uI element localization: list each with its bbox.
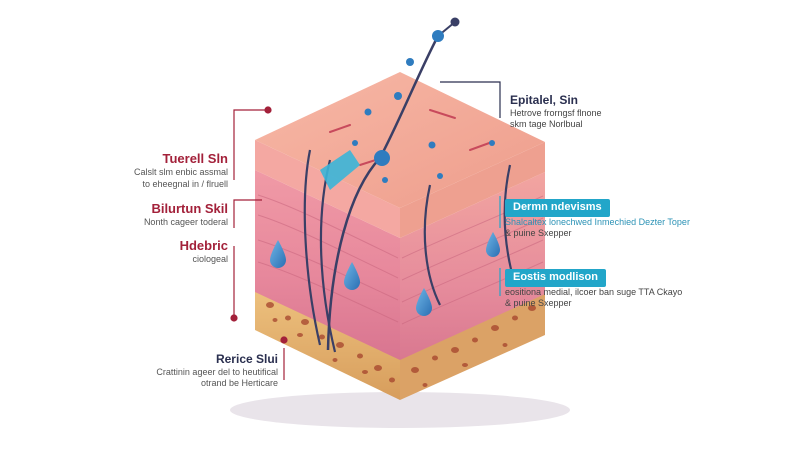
block-shadow: [230, 392, 570, 428]
droplet-icon: [270, 232, 500, 316]
label-right-2-line-1: Shalcaltex lonechwed Inmechied Dezter To…: [505, 216, 690, 227]
label-left-4-title: Rerice Slui: [215, 352, 278, 366]
right-connectors: [440, 81, 501, 296]
label-right-2-line-2: & puine Sxepper: [505, 228, 572, 238]
label-right-3-line-2: & puine Sxepper: [505, 298, 572, 308]
label-right-1-line-2: skm tage Norlbual: [510, 119, 583, 130]
label-right-3: Eostis modlison eositiona medial, ilcoer…: [505, 266, 745, 309]
label-left-1-line-1: Calslt slm enbic assmal: [133, 167, 228, 178]
label-left-1-line-2: to eheegnal in / flruell: [142, 178, 228, 189]
label-left-2-title: Bilurtun Skil: [151, 201, 228, 216]
label-left-4: Rerice Slui Crattinin ageer del to heuti…: [100, 352, 278, 390]
label-left-1-title: Tuerell Sln: [162, 151, 229, 166]
epidermis-front-band: [255, 140, 400, 238]
label-left-1: Tuerell Sln Calslt slm enbic assmal to e…: [60, 151, 228, 190]
label-right-3-line-1: eositiona medial, ilcoer ban suge TTA Ck…: [505, 286, 683, 297]
label-right-1-line-1: Hetrove frorngsf flnone: [510, 108, 602, 118]
label-left-2: Bilurtun Skil Nonth cageer toderal: [60, 201, 228, 229]
label-left-4-line-1: Crattinin ageer del to heutifical: [156, 367, 278, 377]
label-left-3: Hdebric ciologeal: [60, 238, 228, 266]
left-connectors: [230, 106, 288, 380]
label-right-1-title: Epitalel, Sin: [510, 93, 579, 107]
dermis-stripes: [257, 194, 544, 325]
label-left-3-line-1: ciologeal: [192, 254, 228, 265]
label-right-2: Dermn ndevisms Shalcaltex lonechwed Inme…: [505, 196, 745, 239]
label-left-2-line-1: Nonth cageer toderal: [143, 217, 228, 228]
dermis-front-face: [255, 170, 400, 360]
surface-particles: [352, 58, 495, 183]
dermis-side-face: [400, 172, 545, 360]
hair-shaft: [320, 17, 460, 351]
label-right-3-title: Eostis modlison: [505, 269, 606, 287]
label-left-3-title: Hdebric: [179, 238, 228, 253]
label-left-4-line-2: otrand be Herticare: [200, 378, 278, 389]
label-right-1: Epitalel, Sin Hetrove frorngsf flnone sk…: [510, 93, 740, 131]
label-right-2-title: Dermn ndevisms: [505, 199, 610, 217]
